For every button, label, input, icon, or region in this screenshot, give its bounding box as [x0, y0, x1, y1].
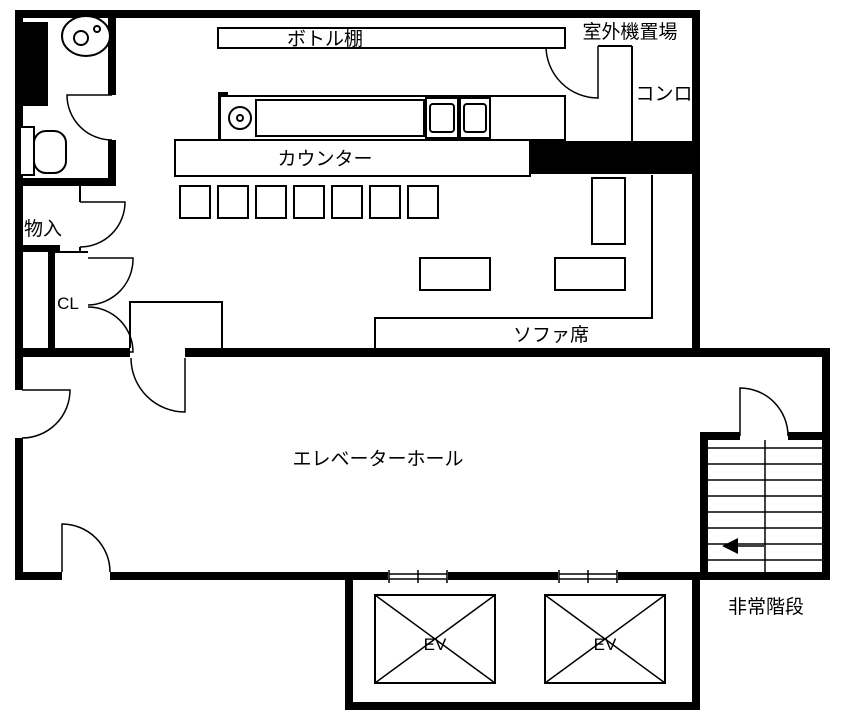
stove-room-wall [598, 45, 633, 141]
door-emergency-stairs [739, 387, 789, 437]
wall-closet-left [48, 252, 55, 348]
stool [255, 185, 287, 219]
wall-stairwell-left [700, 432, 708, 572]
fixtures [19, 15, 626, 291]
elevators [374, 570, 666, 684]
label-emergency-stairs: 非常階段 [728, 596, 804, 618]
door-closet-upper [87, 257, 134, 306]
entry-vestibule-wall [129, 301, 223, 348]
sink-right-basin [463, 103, 487, 133]
wall-ev-top-a [353, 572, 388, 580]
wall-ev-top-b [448, 572, 558, 580]
worktop [255, 99, 425, 137]
walls [15, 10, 830, 710]
wall-ev-top-c [618, 572, 692, 580]
label-storage: 物入 [24, 218, 62, 240]
stool [179, 185, 211, 219]
label-counter: カウンター [277, 148, 372, 170]
pipe-shaft [15, 22, 48, 106]
door-shop-entrance [130, 357, 186, 413]
wall-ev-bottom [345, 702, 700, 710]
wall-mid-right [185, 348, 830, 357]
wall-toilet-right-b [108, 140, 116, 186]
wall-stairwell-top-a [700, 432, 740, 440]
door-hall-bottom [61, 523, 111, 573]
stool [407, 185, 439, 219]
stool [217, 185, 249, 219]
labels: ボトル棚 室外機置場 コンロ カウンター 物入 CL ソファ席 エレベーターホー… [24, 21, 804, 654]
toilet-tank [19, 126, 35, 176]
partitions [55, 45, 653, 348]
label-elevator-right: EV [594, 635, 617, 654]
wall-top [15, 10, 700, 18]
elevator-cross-left [374, 594, 496, 684]
wall-stairs-bottom [700, 572, 830, 580]
elevator-cross-right [544, 594, 666, 684]
door-closet-lower [87, 306, 134, 353]
elevator-door-left [388, 570, 448, 583]
wall-toilet-right-a [108, 10, 116, 95]
counter-front [174, 139, 531, 177]
table-left [419, 257, 491, 291]
wall-stairwell-top-b [788, 432, 830, 440]
label-closet: CL [57, 294, 79, 313]
wall-left-lower [15, 438, 23, 580]
bench-partition [530, 141, 695, 174]
wall-ev-right [692, 572, 700, 710]
wall-storage-bottom [15, 245, 60, 252]
table-right [554, 257, 626, 291]
wall-ev-left [345, 572, 353, 710]
label-stove: コンロ [635, 84, 692, 105]
wall-mid-left [15, 348, 130, 357]
burner-center [236, 114, 244, 122]
wash-basin-bowl [73, 30, 89, 46]
elevator-door-right [558, 570, 618, 583]
wall-toilet-bottom [15, 178, 116, 186]
stool [369, 185, 401, 219]
wall-left-upper [15, 10, 23, 390]
toilet-bowl [33, 130, 67, 174]
table-vertical [591, 177, 626, 245]
door-toilet [66, 94, 113, 141]
label-elevator-hall: エレベーターホール [292, 448, 463, 470]
sofa-outline [374, 175, 653, 348]
label-elevator-left: EV [424, 635, 447, 654]
wash-basin-faucet [93, 25, 101, 33]
label-sofa-seating: ソファ席 [513, 324, 589, 346]
wall-right-upper [692, 10, 700, 357]
bottle-shelf [217, 27, 566, 49]
staircase [708, 440, 822, 572]
door-storage [79, 201, 126, 248]
doors [21, 45, 789, 573]
label-outdoor-unit-area: 室外機置場 [582, 21, 677, 43]
door-outdoor-unit [545, 45, 599, 99]
stairs-down-arrow-icon [722, 538, 738, 554]
wall-right-lower [822, 348, 830, 580]
door-hall-left [21, 389, 71, 439]
wall-hall-bottom-b [110, 572, 345, 580]
label-bottle-shelf: ボトル棚 [287, 28, 363, 50]
stool [331, 185, 363, 219]
wall-hall-bottom-a [15, 572, 62, 580]
sink-left-basin [429, 103, 455, 133]
stool [293, 185, 325, 219]
